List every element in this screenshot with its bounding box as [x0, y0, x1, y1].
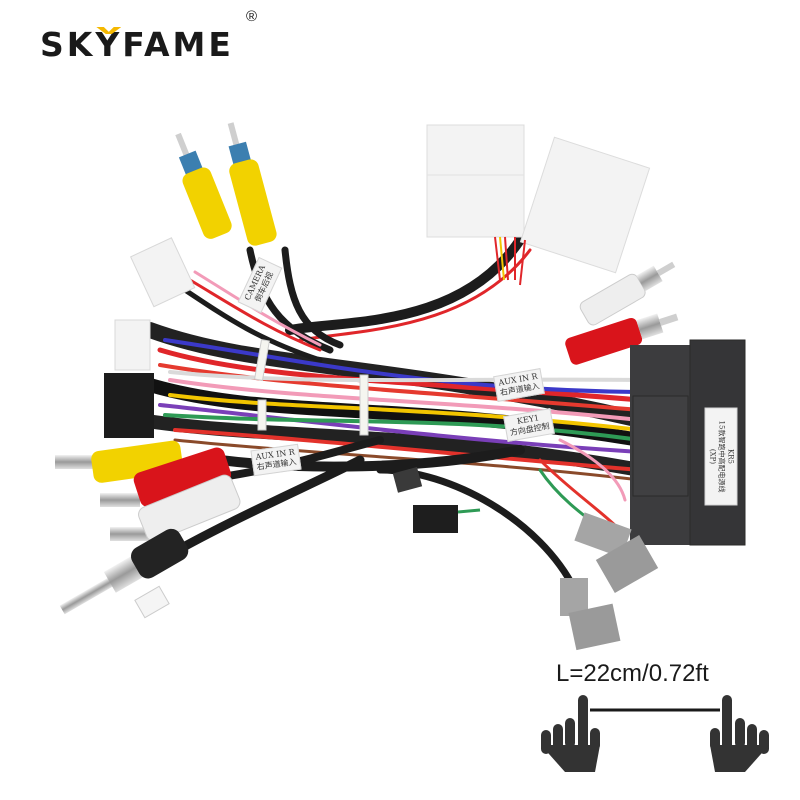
cable-tie: [359, 374, 369, 436]
rca-plugs-right: [565, 261, 679, 365]
main-connector-block: [630, 339, 746, 546]
main-connector-label: KR5 15款智跑中高配电源线 (XP): [704, 407, 738, 506]
white-plugs-top: [426, 124, 651, 286]
hand-pointing-up-icon-left: [541, 695, 600, 772]
small-plug-2: [413, 505, 458, 533]
white-plug-left-1: [129, 237, 196, 308]
wire-bundle: [133, 235, 648, 594]
brand-name: SKYFAME: [40, 25, 234, 64]
registered-mark: ®: [246, 8, 258, 25]
white-plug-left-2: [114, 319, 151, 371]
measurement-graphic: [541, 695, 769, 772]
cable-length-text: L=22cm/0.72ft: [556, 660, 709, 687]
rca-plugs-left: [55, 440, 241, 619]
grey-plugs: [560, 512, 659, 651]
camera-rca-plugs: [175, 122, 277, 246]
cable-tie: [254, 339, 270, 381]
cable-tie: [257, 399, 267, 431]
brand-logo: SKYFAME: [40, 22, 234, 62]
small-plug-1: [392, 466, 423, 493]
black-plug-left: [104, 373, 154, 438]
hand-pointing-up-icon-right: [710, 695, 769, 772]
